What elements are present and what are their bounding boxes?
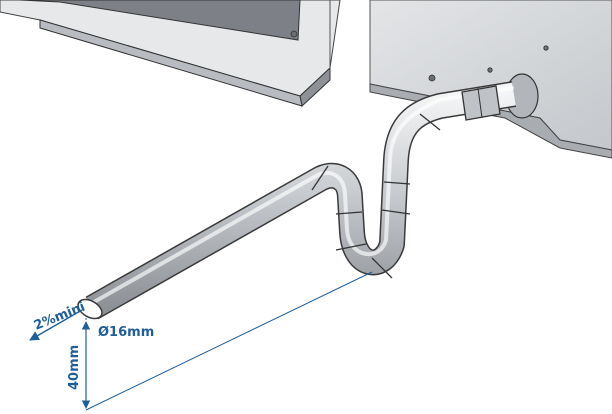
appliance-housing — [0, 0, 612, 159]
screw-2 — [428, 74, 436, 82]
joint-ring-2 — [335, 211, 363, 215]
slope-arrow — [29, 309, 83, 341]
pipe-highlight — [92, 86, 514, 304]
height-label: 40mm — [67, 345, 82, 390]
pipe-open-end — [77, 298, 103, 320]
tray-rim — [19, 0, 301, 41]
joint-ring-1 — [311, 165, 329, 191]
coupling-edge — [477, 87, 483, 119]
pipe-body — [86, 82, 516, 319]
screw-4 — [543, 45, 549, 51]
pipe-coupling — [461, 85, 501, 121]
joint-ring-4 — [371, 257, 393, 279]
dimensions: 2%mini Ø16mm 40mm — [29, 271, 373, 411]
joint-ring-6 — [383, 181, 411, 185]
screw-3 — [487, 67, 493, 73]
level-reference-line — [85, 271, 373, 411]
screw-1 — [290, 30, 298, 38]
joint-ring-7 — [419, 113, 441, 131]
joint-ring-3 — [335, 243, 367, 251]
drain-pipe — [77, 81, 517, 320]
tray-bottom-edge — [39, 19, 303, 107]
diameter-label: Ø16mm — [98, 325, 154, 340]
slope-label: 2%mini — [32, 300, 87, 334]
joint-ring-5 — [381, 209, 411, 215]
